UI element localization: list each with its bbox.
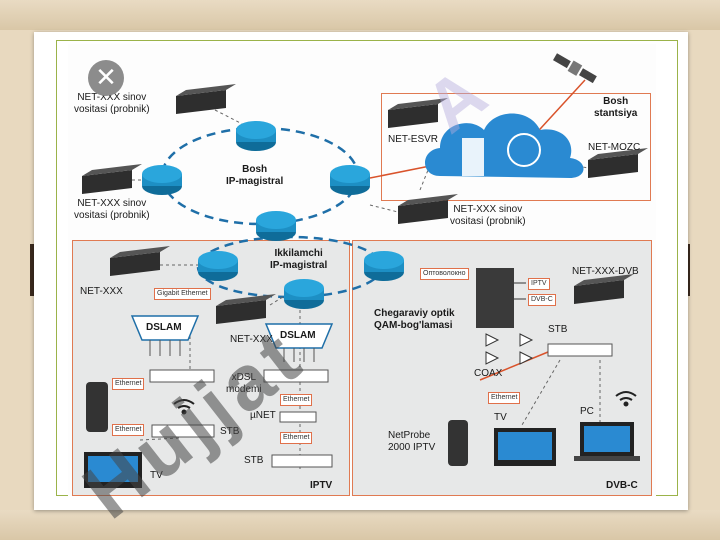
gigabit-ethernet-tag: Gigabit Ethernet: [154, 288, 211, 300]
ethernet-tag: Ethernet: [488, 392, 521, 404]
net-xxx-mid-label: NET-XXX: [230, 334, 273, 345]
probe-mid-left-label: NET-XXX sinov vositasi (probnik): [74, 198, 150, 221]
netprobe-label: NetProbe 2000 IPTV: [388, 430, 436, 453]
dslam-1-label: DSLAM: [146, 322, 182, 333]
optical-link-label: Chegaraviy optik QAM-bog'lamasi: [374, 308, 455, 331]
stb-mid-label: STB: [244, 455, 264, 466]
net-xxx-dvb-label: NET-XXX-DVB: [572, 266, 639, 277]
coax-label: COAX: [474, 368, 503, 379]
xdsl-modems-label: xDSL modemi: [226, 372, 262, 395]
net-mozc-label: NET-MOZC: [588, 142, 641, 153]
dslam-1-shape: [130, 315, 200, 341]
dslam-2-label: DSLAM: [280, 330, 316, 341]
tv-right-label: TV: [494, 412, 507, 423]
tv-right-icon: [494, 428, 556, 466]
pc-label: PC: [580, 406, 594, 417]
optical-fiber-tag: Оптоволокно: [420, 268, 469, 280]
satellite-dish-icon: [507, 133, 541, 167]
iptv-box-tag: IPTV: [528, 278, 550, 290]
optical-rack: [476, 268, 514, 328]
link-stb-right: [479, 351, 549, 381]
head-station-panel: [381, 93, 651, 201]
tv-left-icon: [84, 452, 142, 488]
ethernet-tag: Ethernet: [112, 378, 145, 390]
pc-icon: [574, 422, 640, 461]
server-icons: [82, 84, 648, 324]
wifi-right-icon: [615, 391, 637, 407]
router-icons: [142, 121, 404, 309]
satellite-icon: [553, 53, 597, 84]
ethernet-tag: Ethernet: [112, 424, 145, 436]
head-station-label: Bosh stantsiya: [594, 96, 638, 119]
head-station-server: [462, 138, 484, 176]
background-band-top: [0, 0, 720, 30]
ethernet-tag: Ethernet: [280, 432, 313, 444]
close-icon[interactable]: ✕: [88, 60, 124, 96]
net-xxx-left-label: NET-XXX: [80, 286, 123, 297]
background-band-bottom: [0, 510, 720, 540]
dslam-2-shape: [264, 323, 334, 349]
iptv-panel-label: IPTV: [310, 480, 333, 491]
dvbc-box-tag: DVB-C: [528, 294, 556, 306]
dvbc-panel-label: DVB-C: [606, 480, 638, 491]
main-ip-label: Bosh IP-magistral: [226, 164, 284, 187]
net-esvr-label: NET-ESVR: [388, 134, 439, 145]
handheld-probe-left: [86, 382, 108, 432]
stb-right-label: STB: [548, 324, 568, 335]
tv-left-label: TV: [150, 470, 163, 481]
modem-bars: [149, 343, 613, 468]
amplifier-icons: [485, 333, 534, 365]
secondary-ip-label: Ikkilamchi IP-magistral: [270, 248, 328, 271]
handheld-probe-right: [448, 420, 468, 466]
stb-left-label: STB: [220, 426, 240, 437]
probe-top-left-label: NET-XXX sinov vositasi (probnik): [74, 92, 150, 115]
ethernet-tag: Ethernet: [280, 394, 313, 406]
unet-label: µNET: [250, 410, 276, 421]
probe-mid-right-label: NET-XXX sinov vositasi (probnik): [450, 204, 526, 227]
wifi-left-icon: [173, 399, 195, 415]
